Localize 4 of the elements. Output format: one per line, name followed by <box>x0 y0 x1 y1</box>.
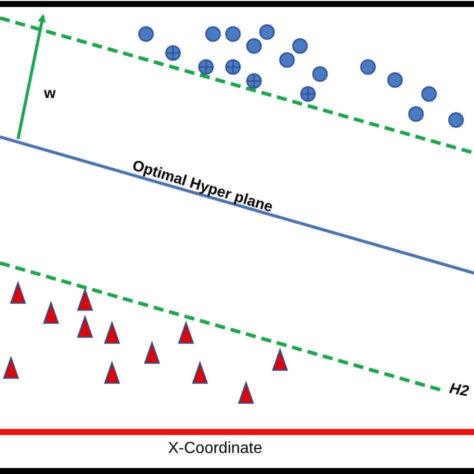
hyperplane-label: Optimal Hyper plane <box>130 158 274 215</box>
axis-label: X-Coordinate <box>168 441 262 457</box>
vector-label: w <box>44 86 56 101</box>
hyperplane-label: H2 <box>448 381 470 400</box>
